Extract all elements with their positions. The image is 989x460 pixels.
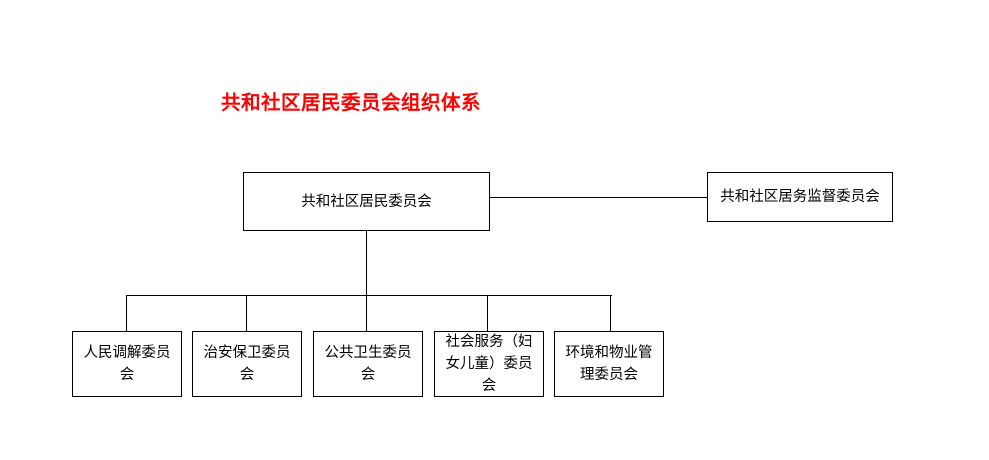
org-node-child-4[interactable]: 社会服务（妇女儿童）委员会 xyxy=(434,331,544,397)
org-node-child-3-label: 公共卫生委员会 xyxy=(324,345,412,383)
chart-title: 共和社区居民委员会组织体系 xyxy=(221,92,482,114)
connector-root-to-supervisor xyxy=(490,197,707,199)
org-node-supervisor[interactable]: 共和社区居务监督委员会 xyxy=(707,172,893,222)
connector-horizontal-bus xyxy=(126,295,612,297)
connector-drop-3 xyxy=(366,295,368,332)
connector-drop-5 xyxy=(610,295,612,332)
org-node-supervisor-label: 共和社区居务监督委员会 xyxy=(720,189,880,205)
org-node-child-4-label: 社会服务（妇女儿童）委员会 xyxy=(445,334,533,394)
org-node-child-1-label: 人民调解委员会 xyxy=(83,345,171,383)
connector-root-stem xyxy=(366,231,368,296)
org-node-root-label: 共和社区居民委员会 xyxy=(301,193,432,210)
org-node-root[interactable]: 共和社区居民委员会 xyxy=(243,172,490,231)
org-node-child-2-label: 治安保卫委员会 xyxy=(203,345,291,383)
connector-drop-4 xyxy=(487,295,489,332)
connector-drop-2 xyxy=(246,295,248,332)
org-node-child-5[interactable]: 环境和物业管理委员会 xyxy=(554,331,664,397)
connector-drop-1 xyxy=(126,295,128,332)
org-node-child-5-label: 环境和物业管理委员会 xyxy=(565,345,653,383)
org-node-child-3[interactable]: 公共卫生委员会 xyxy=(313,331,423,397)
org-node-child-2[interactable]: 治安保卫委员会 xyxy=(192,331,302,397)
org-node-child-1[interactable]: 人民调解委员会 xyxy=(72,331,182,397)
